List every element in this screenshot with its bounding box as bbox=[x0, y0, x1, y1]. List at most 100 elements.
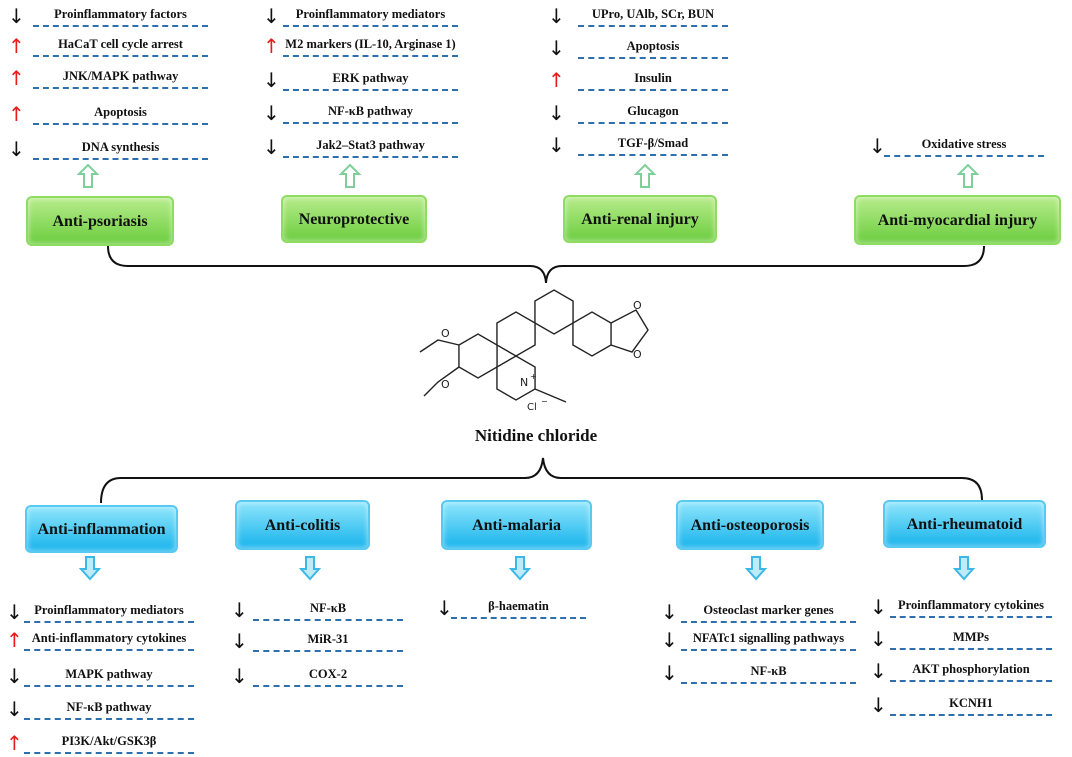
dashed-underline bbox=[884, 155, 1044, 157]
dashed-underline bbox=[24, 621, 194, 623]
bottom-anti-colitis-effect-3: ↓ COX-2 bbox=[231, 664, 403, 690]
up-arrow-icon: ↑ bbox=[8, 102, 25, 126]
dashed-underline bbox=[890, 714, 1052, 716]
down-arrow-icon: ↓ bbox=[8, 137, 25, 161]
down-arrow-icon: ↓ bbox=[231, 598, 248, 622]
dashed-underline bbox=[24, 649, 194, 651]
bottom-anti-colitis-effect-2: ↓MiR-31 bbox=[231, 629, 403, 655]
counter-ion-label: Cl bbox=[527, 402, 537, 413]
bottom-anti-inflammation-effect-1: ↓Proinflammatory mediators bbox=[6, 600, 194, 626]
down-arrow-icon: ↓ bbox=[548, 133, 565, 157]
top-anti-myocardial-injury-effect-1: ↓Oxidative stress bbox=[869, 134, 1044, 160]
effect-label: Osteoclast marker genes bbox=[703, 603, 834, 617]
effect-label: UPro, UAlb, SCr, BUN bbox=[591, 7, 715, 21]
top-anti-renal-injury-effect-3: ↑Insulin bbox=[548, 68, 728, 94]
top-anti-myocardial-injury-box: Anti-myocardial injury bbox=[854, 195, 1061, 245]
effect-label: HaCaT cell cycle arrest bbox=[58, 37, 183, 51]
charge-label: + bbox=[530, 372, 537, 381]
effect-label: DNA synthesis bbox=[81, 140, 160, 154]
methoxy-bond-1 bbox=[419, 339, 460, 353]
effect-label: Jak2–Stat3 pathway bbox=[316, 138, 425, 152]
bottom-anti-rheumatoid-effect-4: ↓KCNH1 bbox=[870, 693, 1052, 719]
down-arrow-icon: ↓ bbox=[661, 628, 678, 652]
top-anti-psoriasis-effect-5: ↓ DNA synthesis bbox=[8, 137, 208, 163]
top-anti-psoriasis-box: Anti-psoriasis bbox=[26, 196, 174, 246]
oxygen-label-3: O bbox=[633, 299, 642, 312]
dashed-underline bbox=[578, 89, 728, 91]
effect-label: AKT phosphorylation bbox=[912, 662, 1030, 676]
bottom-anti-osteoporosis-effect-2: ↓ NFATc1 signalling pathways bbox=[661, 628, 856, 654]
down-arrow-icon: ↓ bbox=[870, 595, 887, 619]
top-curly-brace bbox=[107, 245, 985, 284]
down-arrow-icon: ↓ bbox=[231, 629, 248, 653]
effect-label: Proinflammatory mediators bbox=[295, 7, 446, 21]
top-anti-renal-injury-up-arrow-icon bbox=[633, 163, 657, 188]
effect-label: COX-2 bbox=[308, 667, 348, 681]
oxygen-label-4: O bbox=[633, 348, 642, 361]
dashed-underline bbox=[890, 680, 1052, 682]
dashed-underline bbox=[283, 89, 458, 91]
down-arrow-icon: ↓ bbox=[6, 697, 23, 721]
dashed-underline bbox=[681, 682, 856, 684]
top-anti-renal-injury-box: Anti-renal injury bbox=[563, 195, 717, 243]
effect-label: MMPs bbox=[952, 630, 990, 644]
effect-label: Proinflammatory mediators bbox=[34, 603, 184, 617]
effect-label: NF-κB pathway bbox=[66, 700, 152, 714]
dashed-underline bbox=[283, 122, 458, 124]
effect-label: Apoptosis bbox=[94, 105, 147, 119]
dashed-underline bbox=[24, 685, 194, 687]
bottom-anti-malaria-box: Anti-malaria bbox=[441, 500, 592, 550]
molecule-ring-1 bbox=[458, 333, 498, 379]
down-arrow-icon: ↓ bbox=[6, 664, 23, 688]
effect-label: PI3K/Akt/GSK3β bbox=[61, 734, 157, 748]
down-arrow-icon: ↓ bbox=[661, 600, 678, 624]
bottom-anti-colitis-down-arrow-icon bbox=[298, 556, 322, 581]
dashed-underline bbox=[890, 648, 1052, 650]
down-arrow-icon: ↓ bbox=[231, 664, 248, 688]
down-arrow-icon: ↓ bbox=[548, 4, 565, 28]
up-arrow-icon: ↑ bbox=[8, 34, 25, 58]
down-arrow-icon: ↓ bbox=[870, 659, 887, 683]
bottom-anti-inflammation-effect-3: ↓MAPK pathway bbox=[6, 664, 194, 690]
down-arrow-icon: ↓ bbox=[263, 135, 280, 159]
top-neuroprotective-up-arrow-icon bbox=[338, 163, 362, 188]
effect-label: ERK pathway bbox=[332, 71, 409, 85]
bottom-anti-rheumatoid-box: Anti-rheumatoid bbox=[883, 500, 1046, 548]
up-arrow-icon: ↑ bbox=[6, 731, 23, 755]
top-neuroprotective-effect-2: ↑M2 markers (IL-10, Arginase 1) bbox=[263, 34, 458, 60]
down-arrow-icon: ↓ bbox=[263, 4, 280, 28]
bottom-anti-colitis-effect-1: ↓ NF-κB bbox=[231, 598, 403, 624]
top-neuroprotective-box: Neuroprotective bbox=[281, 195, 427, 243]
bottom-anti-rheumatoid-effect-1: ↓Proinflammatory cytokines bbox=[870, 595, 1052, 621]
oxygen-label-1: O bbox=[441, 327, 450, 340]
bottom-anti-osteoporosis-down-arrow-icon bbox=[744, 556, 768, 581]
bottom-anti-rheumatoid-effect-2: ↓MMPs bbox=[870, 627, 1052, 653]
down-arrow-icon: ↓ bbox=[548, 101, 565, 125]
effect-label: β-haematin bbox=[488, 599, 549, 613]
bottom-anti-rheumatoid-effect-3: ↓ AKT phosphorylation bbox=[870, 659, 1052, 685]
down-arrow-icon: ↓ bbox=[8, 4, 25, 28]
effect-label: Proinflammatory factors bbox=[54, 7, 187, 21]
dashed-underline bbox=[681, 649, 856, 651]
molecule-ring-2 bbox=[496, 311, 536, 357]
effect-label: KCNH1 bbox=[949, 696, 993, 710]
top-anti-renal-injury-effect-5: ↓TGF-β/Smad bbox=[548, 133, 728, 159]
dashed-underline bbox=[283, 55, 458, 57]
effect-label: Apoptosis bbox=[626, 39, 680, 53]
effect-label: NF-κB bbox=[750, 664, 787, 678]
dashed-underline bbox=[578, 57, 728, 59]
dashed-underline bbox=[33, 158, 208, 160]
effect-label: NF-κB bbox=[309, 601, 347, 615]
dashed-underline bbox=[24, 752, 194, 754]
up-arrow-icon: ↑ bbox=[8, 66, 25, 90]
top-anti-renal-injury-effect-1: ↓ UPro, UAlb, SCr, BUN bbox=[548, 4, 728, 30]
down-arrow-icon: ↓ bbox=[548, 36, 565, 60]
dashed-underline bbox=[451, 617, 586, 619]
effect-label: NFATc1 signalling pathways bbox=[692, 631, 845, 645]
top-anti-psoriasis-effect-2: ↑ HaCaT cell cycle arrest bbox=[8, 34, 208, 60]
top-neuroprotective-effect-4: ↓NF-κB pathway bbox=[263, 101, 458, 127]
compound-name: Nitidine chloride bbox=[474, 426, 598, 445]
up-arrow-icon: ↑ bbox=[548, 68, 565, 92]
bottom-anti-inflammation-down-arrow-icon bbox=[78, 556, 102, 581]
bottom-anti-rheumatoid-down-arrow-icon bbox=[952, 556, 976, 581]
